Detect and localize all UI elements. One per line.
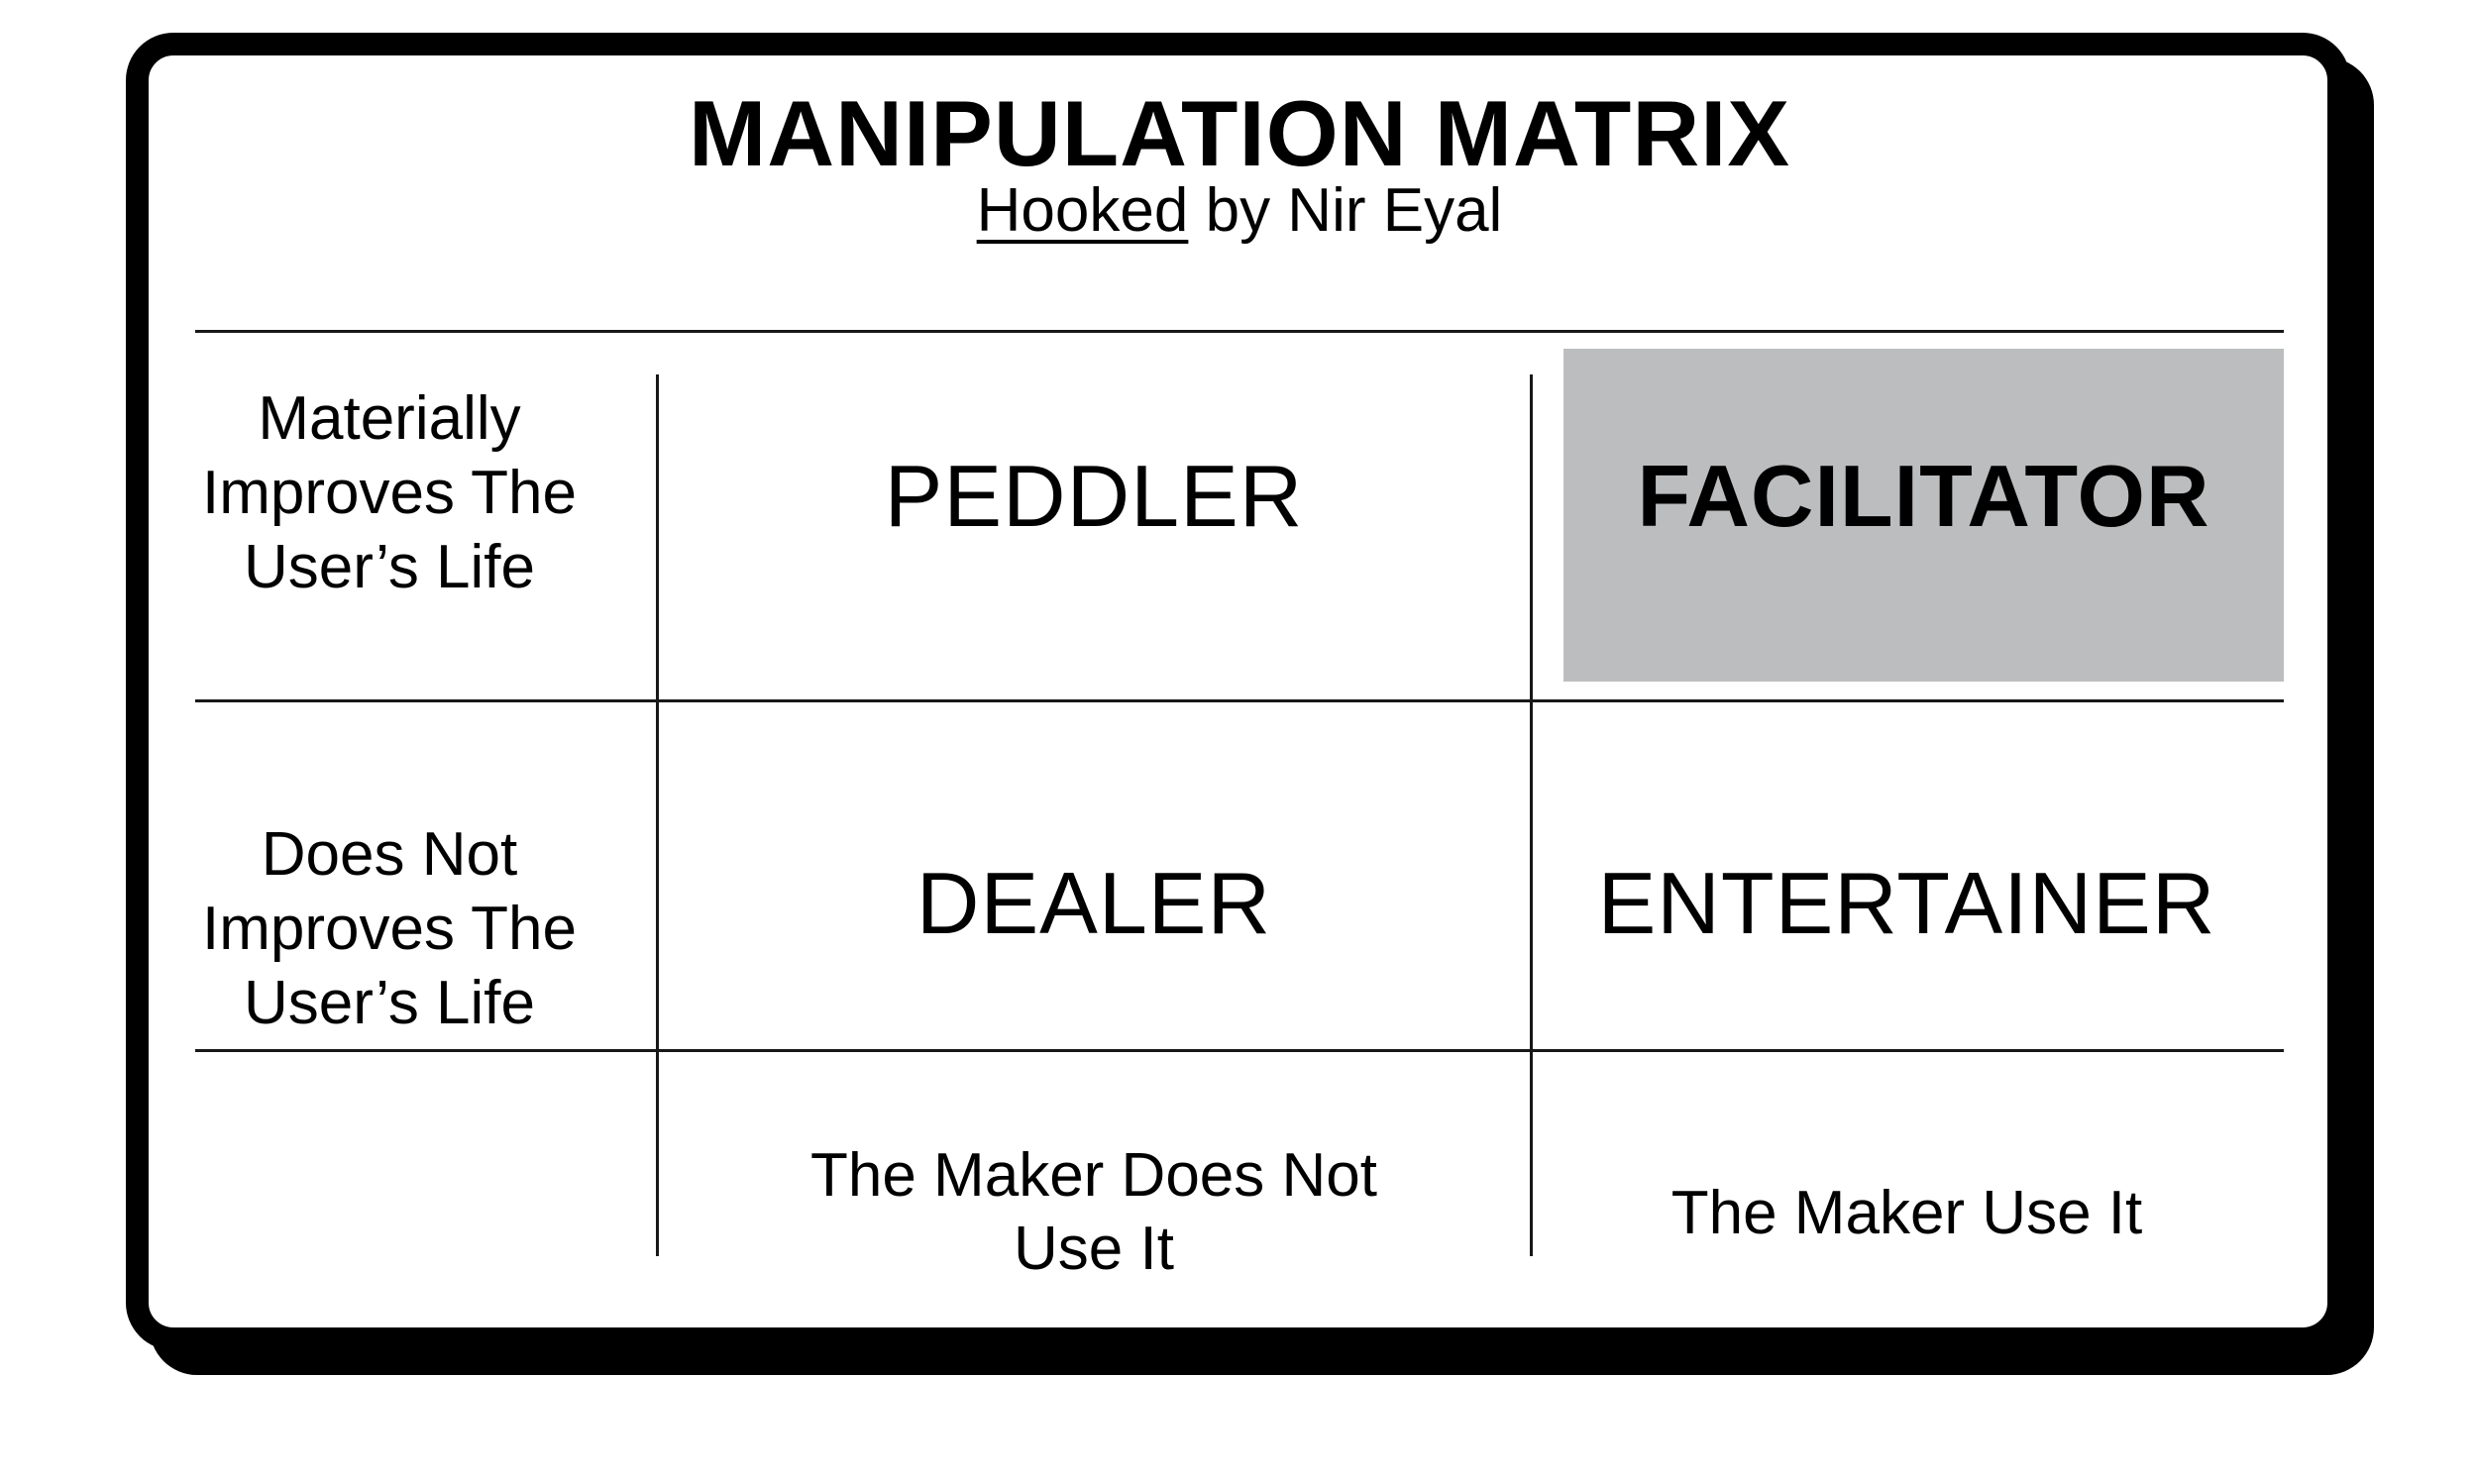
quadrant-peddler: PEDDLER: [884, 447, 1304, 545]
row-label-line: User’s Life: [243, 533, 536, 601]
divider-top: [195, 330, 2284, 333]
matrix-card: [126, 33, 2350, 1350]
column-divider-right: [1530, 374, 1533, 1256]
col-label-maker-does-not-use: The Maker Does Not Use It: [657, 1139, 1531, 1286]
row-label-line: Improves The: [202, 459, 577, 527]
facilitator-highlight: [1563, 349, 2284, 682]
book-title-underlined: Hooked: [976, 176, 1189, 245]
col-label-maker-uses: The Maker Use It: [1670, 1179, 2143, 1247]
column-divider-left: [656, 374, 659, 1256]
divider-bottom: [195, 1049, 2284, 1052]
quadrant-dealer: DEALER: [915, 854, 1272, 952]
row-label-does-not-improve: Does Not Improves The User’s Life: [135, 817, 644, 1040]
row-label-line: Materially: [258, 384, 521, 453]
divider-middle: [195, 699, 2284, 702]
col-label-line: Use It: [1014, 1215, 1174, 1283]
quadrant-entertainer: ENTERTAINER: [1597, 854, 2216, 952]
subtitle: Hooked by Nir Eyal: [195, 174, 2284, 248]
row-label-line: Improves The: [202, 895, 577, 963]
page-title: MANIPULATION MATRIX: [688, 81, 1791, 185]
col-label-line: The Maker Does Not: [810, 1141, 1377, 1210]
row-label-line: User’s Life: [243, 969, 536, 1037]
row-label-line: Does Not: [261, 820, 518, 889]
subtitle-byline: by Nir Eyal: [1188, 176, 1503, 245]
quadrant-facilitator: FACILITATOR: [1637, 447, 2210, 545]
row-label-improves: Materially Improves The User’s Life: [135, 381, 644, 604]
